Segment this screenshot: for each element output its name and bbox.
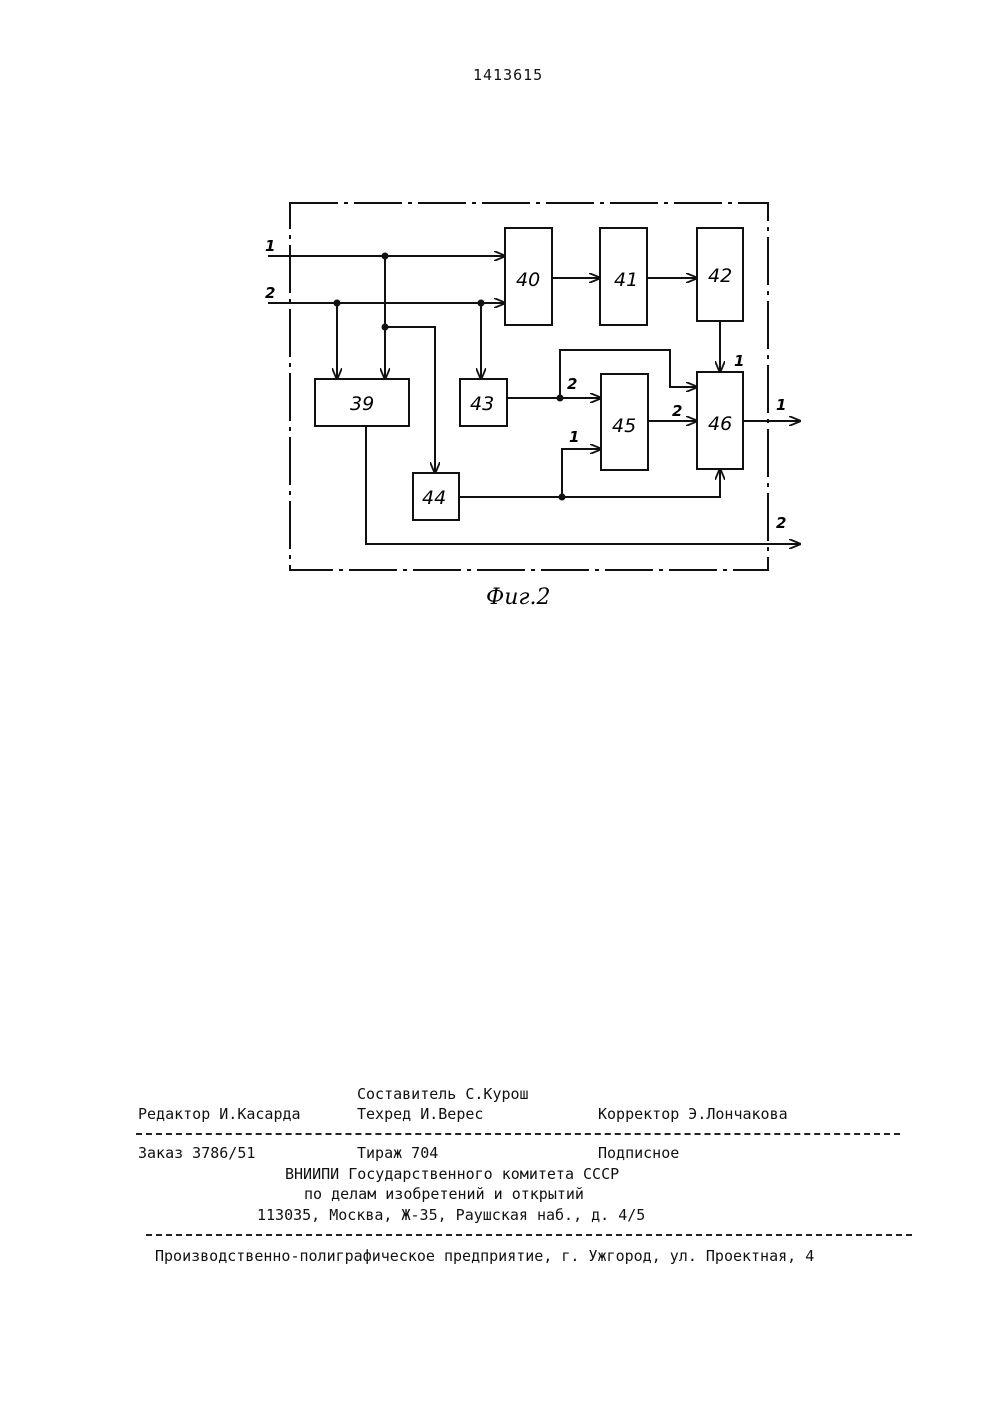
pin-46-in2-label: 2 [672,402,682,420]
output-2-label: 2 [776,514,786,532]
figure-caption: Фиг.2 [486,585,551,610]
organization-address: 113035, Москва, Ж-35, Раушская наб., д. … [257,1206,645,1224]
circulation: Тираж 704 [357,1144,438,1162]
label-block-43: 43 [470,393,494,415]
pin-46-in1-label: 1 [734,352,744,370]
input-1-label: 1 [265,237,275,255]
subscription-note: Подписное [598,1144,679,1162]
organization-line-1: ВНИИПИ Государственного комитета СССР [285,1165,619,1183]
editor-credit: Редактор И.Касарда [138,1105,301,1123]
input-2-label: 2 [265,284,275,302]
label-block-42: 42 [708,265,732,287]
order-number: Заказ 3786/51 [138,1144,255,1162]
label-block-40: 40 [516,269,540,291]
techred-credit: Техред И.Верес [357,1105,483,1123]
block-diagram: 39 40 41 42 43 44 45 46 1 2 1 2 1 2 2 1 … [0,0,1000,640]
label-block-39: 39 [350,393,374,415]
label-block-45: 45 [612,415,636,437]
compiler-credit: Составитель С.Курош [357,1085,529,1103]
divider-top [136,1133,900,1135]
corrector-credit: Корректор Э.Лончакова [598,1105,788,1123]
pin-45-in2-label: 2 [567,375,577,393]
organization-line-2: по делам изобретений и открытий [304,1185,584,1203]
printer-info: Производственно-полиграфическое предприя… [155,1247,814,1265]
label-block-44: 44 [422,487,446,509]
divider-bottom [146,1234,912,1236]
output-1-label: 1 [776,396,786,414]
label-block-46: 46 [708,413,732,435]
pin-45-in1-label: 1 [569,428,579,446]
label-block-41: 41 [614,269,638,291]
